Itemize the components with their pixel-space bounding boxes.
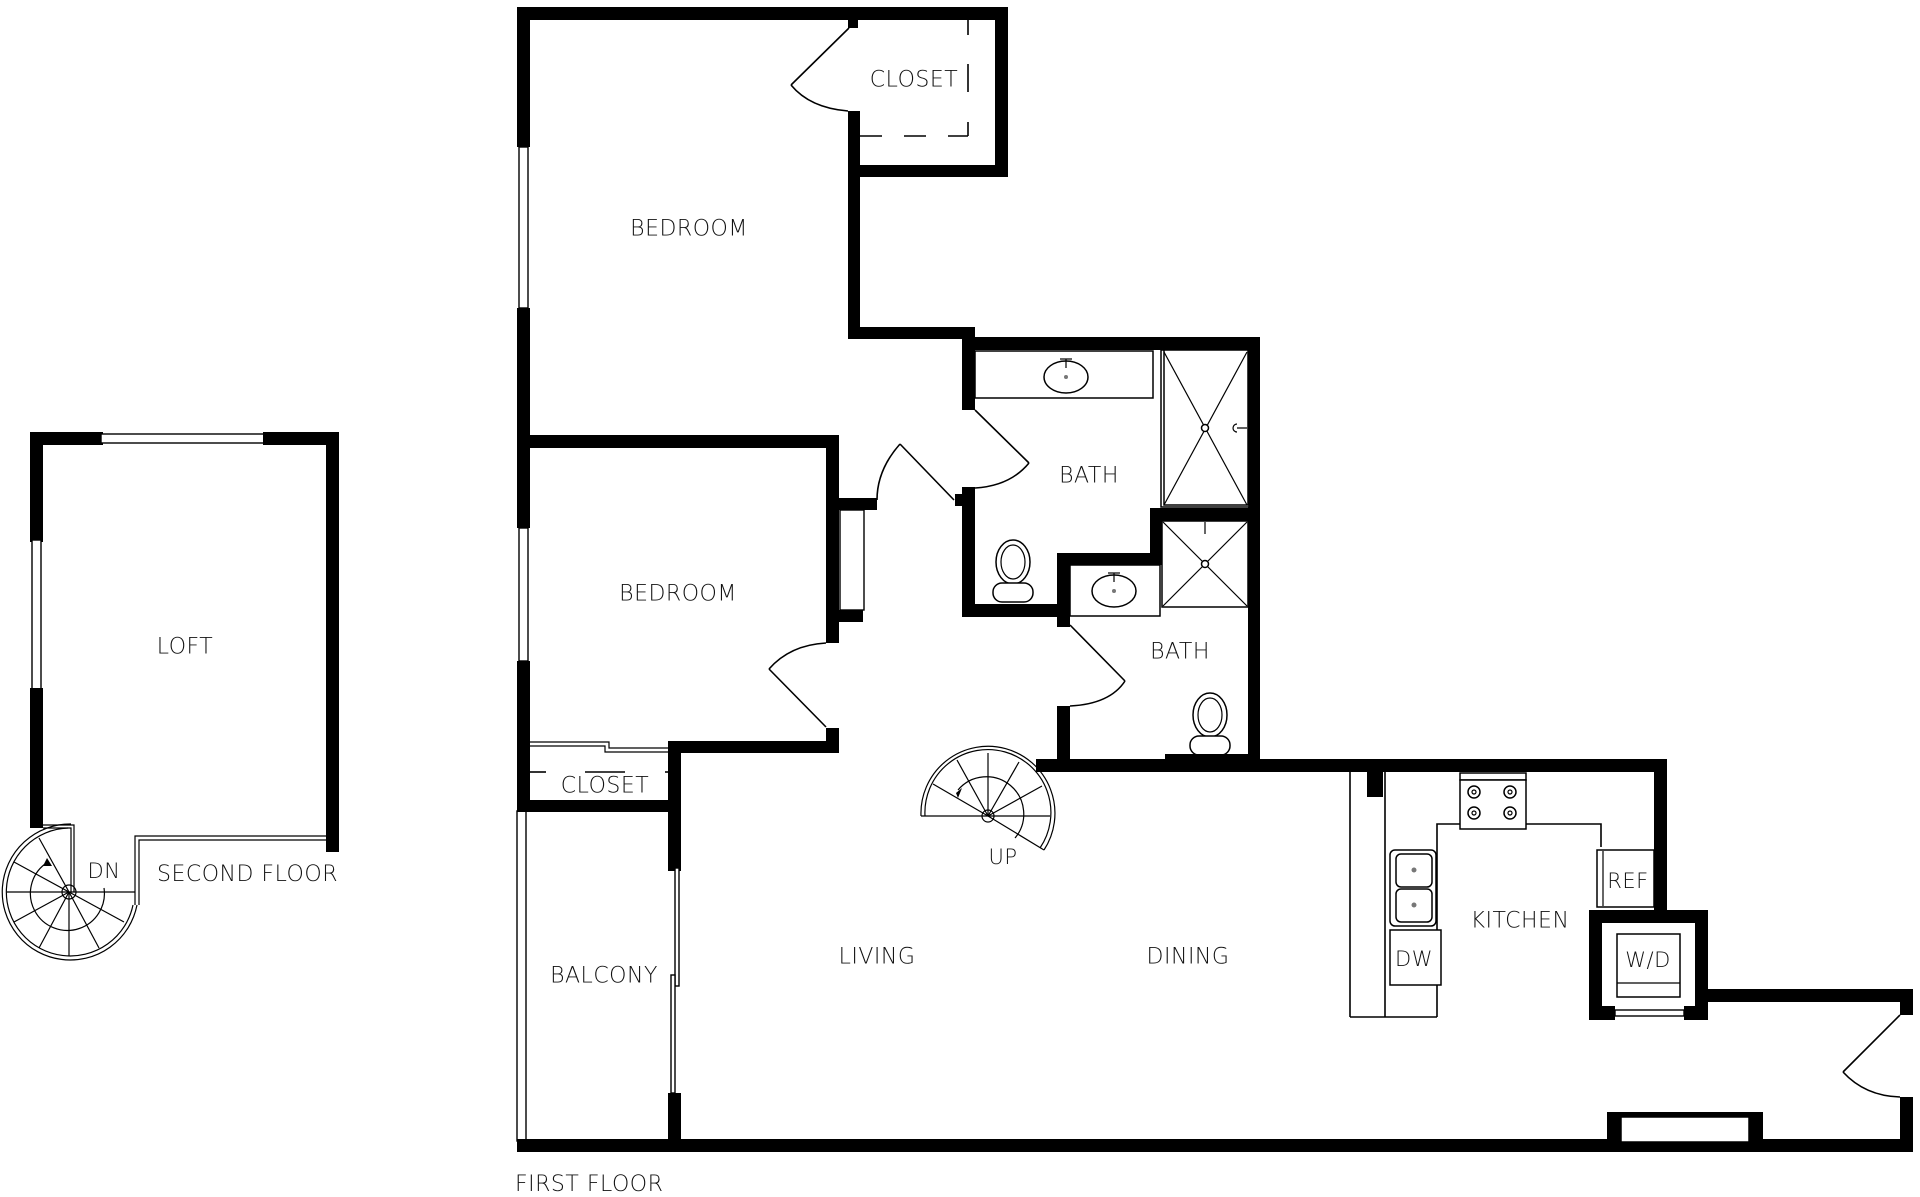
- bath-door-icon: [1069, 624, 1126, 707]
- spiral-stair-up-icon: [920, 745, 1056, 851]
- room-label-bedroom-2: BEDROOM: [619, 581, 737, 607]
- entry-door-icon: [1842, 1014, 1901, 1098]
- room-label-bath-2: BATH: [1150, 639, 1210, 665]
- appliance-label-washer-dryer: W/D: [1625, 948, 1671, 972]
- bedroom-door-icon: [876, 443, 955, 501]
- spiral-stair-down-icon: [1, 823, 138, 961]
- floor-title-second: SECOND FLOOR: [157, 862, 338, 887]
- cooktop-icon: [1459, 772, 1527, 830]
- floor-title-first: FIRST FLOOR: [515, 1172, 664, 1197]
- shower-icon: [1160, 349, 1250, 508]
- closet-door-icon: [790, 27, 850, 112]
- appliance-label-refrigerator: REF: [1607, 869, 1649, 893]
- room-label-loft: LOFT: [156, 634, 214, 660]
- room-label-balcony: BALCONY: [550, 963, 658, 989]
- room-label-living: LIVING: [838, 944, 916, 970]
- room-label-dining: DINING: [1146, 944, 1230, 970]
- bedroom-door-icon: [768, 642, 827, 728]
- room-label-closet-1: CLOSET: [869, 67, 959, 93]
- toilet-icon: [992, 539, 1034, 603]
- appliance-label-dishwasher: DW: [1395, 947, 1433, 971]
- stair-label-down: DN: [87, 859, 121, 883]
- room-label-bedroom-1: BEDROOM: [630, 216, 748, 242]
- room-label-kitchen: KITCHEN: [1470, 908, 1570, 934]
- second-floor-plan: [1, 432, 339, 961]
- kitchen-sink-icon: [1389, 849, 1437, 927]
- first-floor-plan: [516, 7, 1913, 1152]
- stair-label-up: UP: [988, 845, 1018, 869]
- toilet-icon: [1189, 692, 1231, 756]
- washer-dryer-icon: [1616, 933, 1681, 998]
- refrigerator-icon: [1596, 849, 1655, 908]
- dishwasher-icon: [1389, 929, 1442, 986]
- bath-door-icon: [974, 409, 1030, 489]
- room-label-bath-1: BATH: [1059, 463, 1119, 489]
- shower-icon: [1161, 520, 1249, 608]
- room-label-closet-2: CLOSET: [560, 773, 650, 799]
